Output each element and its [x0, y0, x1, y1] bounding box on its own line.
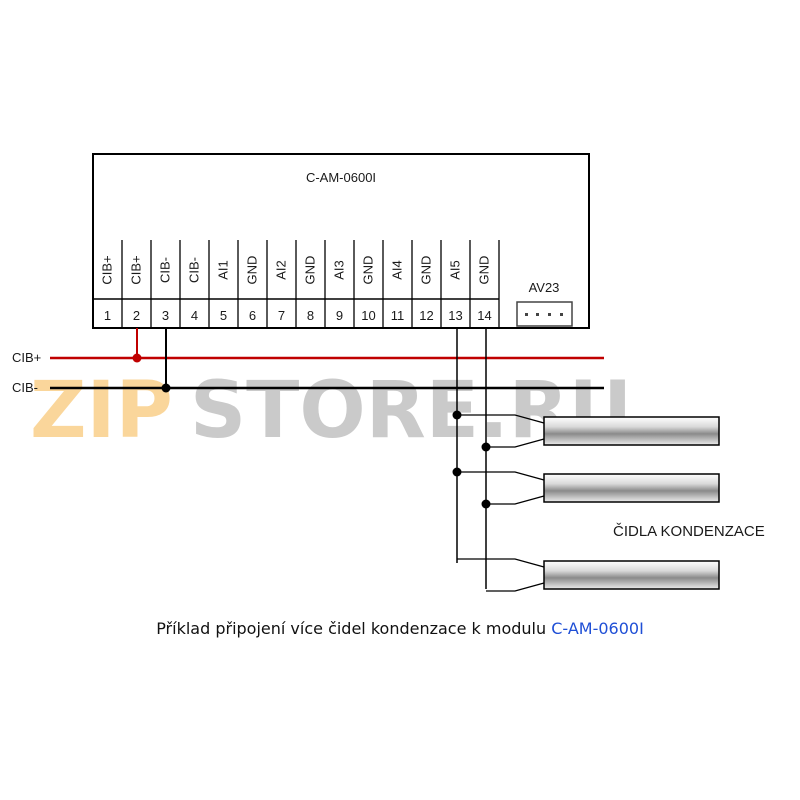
- terminal-signal-label: GND: [419, 256, 434, 285]
- condensation-sensor: [457, 558, 720, 592]
- caption-highlight: C-AM-0600I: [551, 619, 644, 638]
- bus-plus-label: CIB+: [12, 350, 41, 365]
- terminal-signal-label: GND: [303, 256, 318, 285]
- terminal-number: 2: [133, 308, 140, 323]
- av23-pin: [525, 313, 528, 316]
- terminal-number: 10: [361, 308, 375, 323]
- terminal-number: 8: [307, 308, 314, 323]
- terminal-signal-label: GND: [361, 256, 376, 285]
- av23-connector: [516, 301, 573, 327]
- condensation-sensor: [452, 410, 720, 452]
- terminal-number: 11: [391, 308, 405, 323]
- terminal-number: 5: [220, 308, 227, 323]
- av23-pins: [525, 313, 563, 316]
- terminal-number: 12: [419, 308, 433, 323]
- caption-text: Příklad připojení více čidel kondenzace …: [156, 619, 547, 638]
- connector-label: AV23: [529, 280, 560, 295]
- terminal-signal-label: CIB-: [158, 257, 173, 283]
- condensation-sensor: [452, 467, 720, 509]
- watermark-left: ZIP: [30, 366, 173, 456]
- watermark-logo: ZIP STORE.RU: [30, 366, 632, 456]
- terminal-number: 9: [336, 308, 343, 323]
- junction-cib-minus: [161, 383, 171, 393]
- sensor-group: [452, 410, 720, 592]
- terminal-signal-label: AI5: [448, 260, 463, 280]
- sensor-body: [543, 560, 720, 590]
- bus-minus-label: CIB-: [12, 380, 38, 395]
- terminal-number: 7: [278, 308, 285, 323]
- terminal-signal-label: CIB-: [187, 257, 202, 283]
- terminal-signal-label: GND: [477, 256, 492, 285]
- sensor-body: [543, 416, 720, 446]
- terminal-number: 14: [477, 308, 491, 323]
- terminal-signal-label: AI2: [274, 260, 289, 280]
- av23-pin: [560, 313, 563, 316]
- terminal-signal-label: CIB+: [129, 255, 144, 284]
- junction-cib-plus: [132, 353, 142, 363]
- terminal-number: 13: [448, 308, 462, 323]
- terminal-number: 1: [104, 308, 111, 323]
- terminal-signal-label: GND: [245, 256, 260, 285]
- terminal-signal-label: AI1: [216, 260, 231, 280]
- junction-ai5: [452, 410, 462, 420]
- sensor-wire-gnd: [486, 582, 545, 592]
- terminal-signal-label: AI3: [332, 260, 347, 280]
- terminal-number: 4: [191, 308, 198, 323]
- terminal-strip: CIB+ 1 CIB+ 2 CIB- 3 CIB- 4 AI1 5 GND 6 AI2 7 GND 8 AI3 9…: [93, 240, 500, 328]
- sensor-wire-gnd: [486, 495, 545, 505]
- av23-pin: [548, 313, 551, 316]
- terminal-signal-label: AI4: [390, 260, 405, 280]
- junction-ai5: [452, 467, 462, 477]
- sensors-label: ČIDLA KONDENZACE: [613, 523, 765, 540]
- sensor-wire-signal: [457, 471, 545, 481]
- junction-gnd: [481, 442, 491, 452]
- terminal-number: 6: [249, 308, 256, 323]
- module-title: C-AM-0600I: [306, 170, 376, 185]
- module-outline: [92, 153, 590, 329]
- junction-gnd: [481, 499, 491, 509]
- terminal-number: 3: [162, 308, 169, 323]
- terminal-signal-label: CIB+: [100, 255, 115, 284]
- sensor-wire-signal: [457, 558, 545, 568]
- sensor-body: [543, 473, 720, 503]
- av23-pin: [536, 313, 539, 316]
- sensor-wire-signal: [457, 414, 545, 424]
- sensor-wire-gnd: [486, 438, 545, 448]
- caption: Příklad připojení více čidel kondenzace …: [0, 619, 800, 638]
